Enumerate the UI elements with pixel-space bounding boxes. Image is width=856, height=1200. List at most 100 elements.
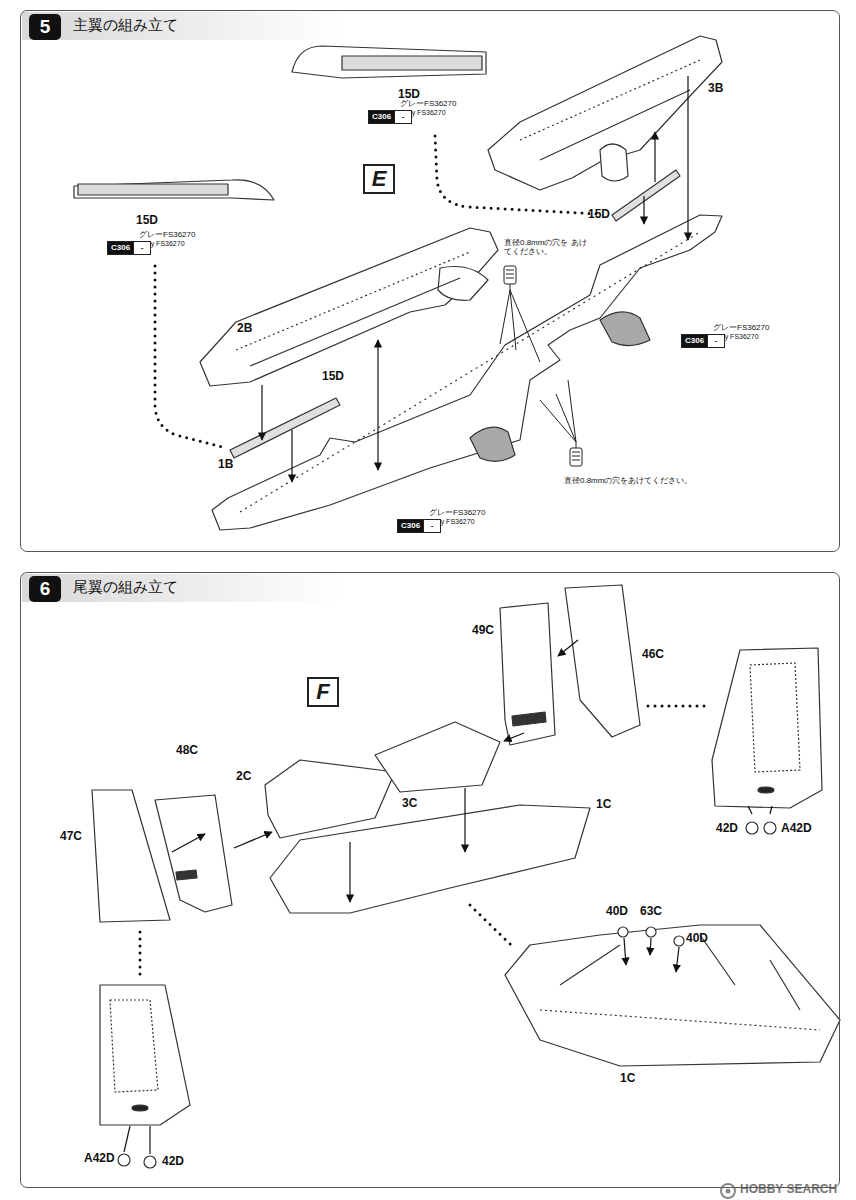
letter-text: E <box>372 166 387 192</box>
assembly-arrows <box>124 640 772 1154</box>
part-number: 40D <box>606 905 628 919</box>
watermark-logo <box>721 1184 735 1198</box>
header-band <box>22 12 342 40</box>
sub-assembly-letter: E <box>363 164 395 194</box>
panel-line <box>750 663 800 772</box>
fin-48c <box>155 795 232 912</box>
paint-name: グレーFS36270 <box>429 508 485 517</box>
part-number: 15D <box>322 370 344 384</box>
hole <box>758 787 774 793</box>
assembly-arrows <box>650 938 651 955</box>
dotted-leader <box>470 905 512 946</box>
slot <box>512 712 546 726</box>
elev-2c <box>265 760 395 838</box>
part-number: 42D <box>716 822 738 836</box>
panel-line <box>540 1010 820 1030</box>
part-number: 42D <box>162 1155 184 1169</box>
fin-49c <box>500 603 555 745</box>
watermark-logo <box>726 1189 731 1194</box>
step-number-text: 6 <box>40 578 51 600</box>
fin-stub <box>560 935 800 1010</box>
note: 直径0.8mmの穴をあけてください。 <box>564 476 692 485</box>
part-42d <box>746 822 758 834</box>
panel-line <box>240 232 700 512</box>
hole <box>132 1105 148 1111</box>
panel-line <box>250 278 460 366</box>
part-number: 3B <box>708 82 723 96</box>
part-15d-band <box>78 184 228 195</box>
part-number: 63C <box>640 905 662 919</box>
part-number: A42D <box>781 822 812 836</box>
nacelle <box>600 144 628 181</box>
assembly-arrows <box>624 938 626 965</box>
assembly-arrows <box>149 1126 150 1154</box>
drill-icon <box>540 380 576 442</box>
step-title: 主翼の組み立て <box>73 16 178 35</box>
assembly-arrows <box>262 76 688 482</box>
part-number: 1B <box>218 458 233 472</box>
wheel-well <box>470 427 515 461</box>
part-15d-band <box>342 56 482 70</box>
part-number: 1C <box>596 798 611 812</box>
paint-chip: C306- <box>681 334 725 348</box>
part-15d <box>74 180 274 200</box>
assembly-arrows <box>643 196 644 224</box>
dotted-leader <box>648 705 706 708</box>
step-panel: 尾翼の組み立て 6F <box>20 572 840 1188</box>
tail-assembly-1c <box>505 925 840 1066</box>
paint-code: C306 <box>369 111 394 123</box>
wing-3b <box>488 36 722 190</box>
slot <box>176 870 197 880</box>
assembly-arrows <box>377 340 378 470</box>
assembly-arrows <box>558 640 578 656</box>
step-title: 尾翼の組み立て <box>73 578 178 597</box>
part-number: 3C <box>402 797 417 811</box>
letter-text: F <box>316 679 329 705</box>
assembly-arrows <box>464 788 465 852</box>
sub-assembly-letter: F <box>307 677 339 707</box>
drill-icon <box>506 270 514 278</box>
assembly-arrows <box>172 834 205 852</box>
part-number: 15D <box>588 208 610 222</box>
part-number: 40D <box>686 932 708 946</box>
watermark: HOBBY SEARCH <box>740 1183 837 1197</box>
assembly-arrows <box>654 132 655 182</box>
assembly-arrows <box>770 806 772 814</box>
part-number: A42D <box>84 1152 115 1166</box>
drill-icon <box>504 266 516 284</box>
part-63c <box>646 927 656 937</box>
fin-46c <box>565 585 640 737</box>
panel-line <box>540 90 690 160</box>
wing-parts <box>74 36 722 530</box>
drill-icon <box>572 452 580 460</box>
fin-right <box>712 648 822 808</box>
part-42d <box>144 1156 156 1168</box>
part-number: 49C <box>472 624 494 638</box>
paint-code: - <box>423 520 440 532</box>
paint-chip: C306- <box>368 110 412 124</box>
dotted-leader <box>140 706 706 976</box>
part-number: 47C <box>60 830 82 844</box>
dotted-leader <box>155 266 226 448</box>
drill-icon <box>500 290 540 362</box>
wheel-well <box>600 312 650 346</box>
paint-code: - <box>133 242 150 254</box>
drill-icon <box>576 442 577 448</box>
paint-code: - <box>707 335 724 347</box>
assembly-arrows <box>687 76 688 240</box>
part-number: 48C <box>176 744 198 758</box>
paint-code: - <box>394 111 411 123</box>
paint-code: C306 <box>682 335 707 347</box>
step-number: 6 <box>29 576 61 602</box>
part-15d <box>292 46 486 78</box>
drill-icon <box>510 284 511 290</box>
part-a42d <box>118 1154 130 1166</box>
assembly-arrows <box>234 832 272 848</box>
part-number: 2C <box>236 770 251 784</box>
dotted-leader <box>155 136 600 448</box>
paint-name: グレーFS36270 <box>139 230 195 239</box>
part-40d <box>618 927 628 937</box>
